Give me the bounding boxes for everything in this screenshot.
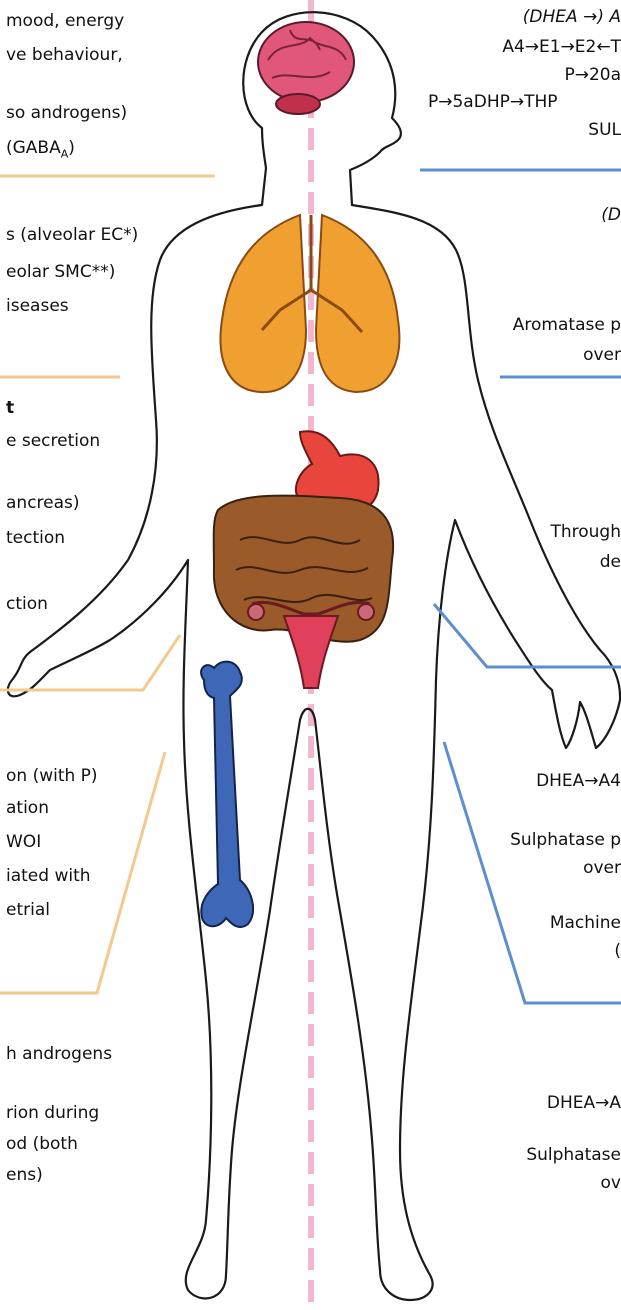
left-gut-heading: t — [6, 398, 14, 418]
right-bone-line-3: ov — [601, 1173, 621, 1193]
left-lung-line-1: s (alveolar EC*) — [6, 225, 138, 245]
left-endo-line-3: WOI — [6, 832, 41, 852]
left-lung-line-3: iseases — [6, 296, 69, 316]
right-gut-line-2: de — [600, 552, 621, 572]
right-endo-line-4: Machine — [550, 913, 621, 933]
right-lung-line-2: Aromatase p — [513, 315, 621, 335]
right-brain-line-3: P→20a — [564, 65, 621, 85]
left-lung-line-2: eolar SMC**) — [6, 262, 115, 282]
right-bone-line-1: DHEA→A — [547, 1093, 621, 1113]
right-endo-line-1: DHEA→A4 — [536, 771, 621, 791]
right-connectors — [420, 170, 621, 1003]
right-endo-line-3: over — [583, 858, 621, 878]
right-endo-line-5: ( — [614, 941, 621, 961]
left-brain-line-3: so androgens) — [6, 103, 127, 123]
left-endo-line-5: etrial — [6, 900, 50, 920]
right-brain-line-5: SUL — [588, 120, 621, 140]
left-gut-line-4: ction — [6, 594, 48, 614]
right-bone-line-2: Sulphatase — [526, 1145, 621, 1165]
left-bone-line-1: h androgens — [6, 1044, 112, 1064]
left-endo-line-4: iated with — [6, 866, 91, 886]
right-endo-line-2: Sulphatase p — [510, 830, 621, 850]
right-lung-line-1: (D — [601, 205, 621, 225]
right-lung-line-3: over — [583, 345, 621, 365]
right-brain-line-2: A4→E1→E2←T — [502, 37, 621, 57]
left-bone-line-3: od (both — [6, 1134, 78, 1154]
right-brain-line-4: P→5aDHP→THP — [428, 92, 558, 112]
femur-illustration — [201, 662, 253, 927]
left-brain-line-1: mood, energy — [6, 11, 124, 31]
left-gut-line-1: e secretion — [6, 431, 100, 451]
left-bone-line-2: rion during — [6, 1103, 99, 1123]
left-gut-line-2: ancreas) — [6, 493, 80, 513]
left-endo-line-1: on (with P) — [6, 766, 98, 786]
brain-illustration — [258, 22, 354, 114]
left-gut-line-3: tection — [6, 528, 65, 548]
left-bone-line-4: ens) — [6, 1165, 43, 1185]
right-brain-line-1: (DHEA →) A — [523, 7, 621, 27]
left-brain-line-4: (GABAA) — [6, 138, 75, 164]
left-brain-line-2: ve behaviour, — [6, 45, 123, 65]
left-endo-line-2: ation — [6, 798, 49, 818]
right-gut-line-1: Through — [550, 522, 621, 542]
